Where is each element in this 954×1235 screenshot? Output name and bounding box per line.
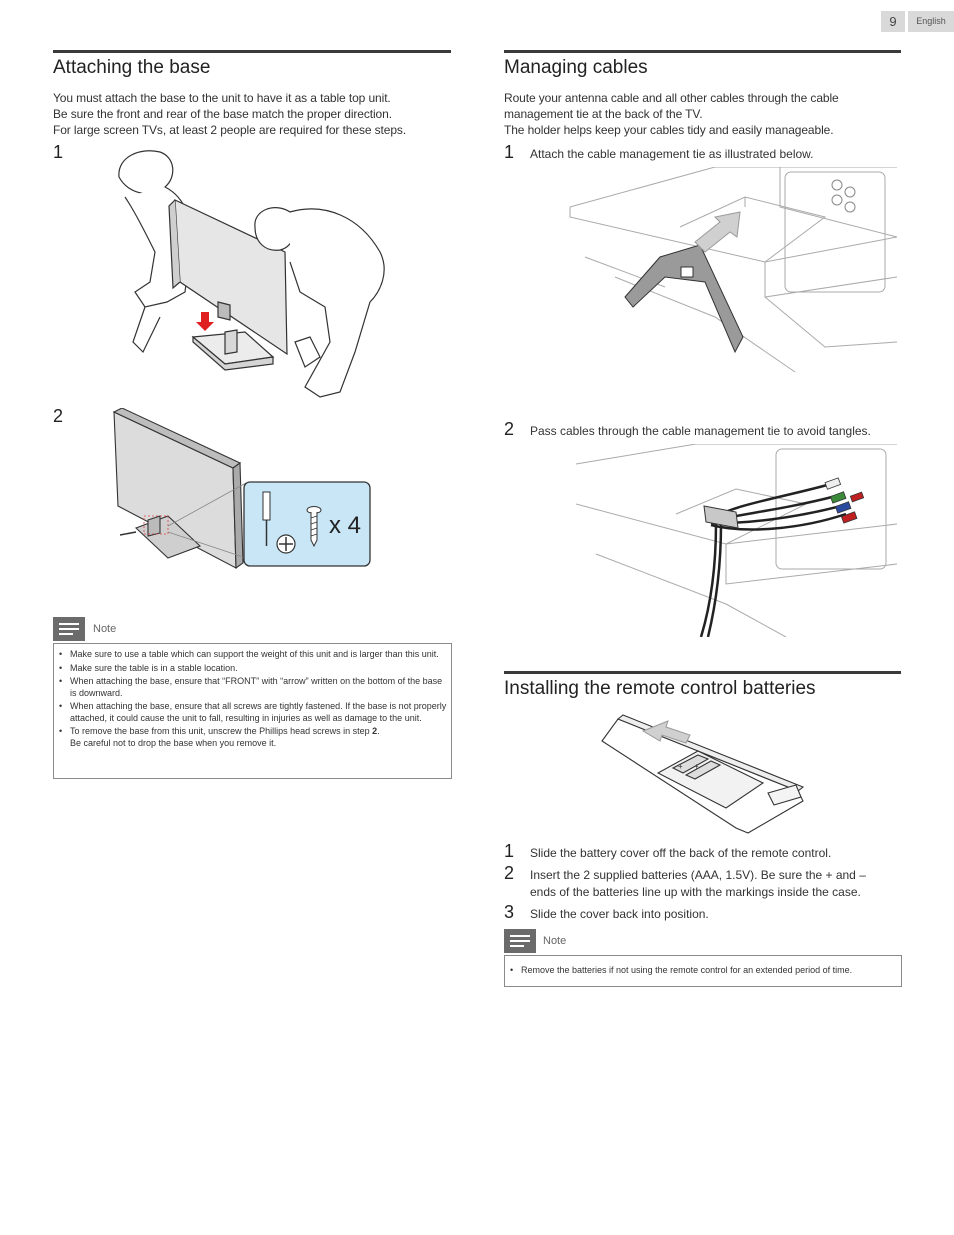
intro-line: Route your antenna cable and all other c… [504,91,839,105]
attaching-intro: You must attach the base to the unit to … [53,90,453,138]
note-icon [504,929,536,953]
step-number: 3 [504,902,515,922]
intro-line: For large screen TVs, at least 2 people … [53,123,407,137]
section-rule [504,671,901,674]
note-item: When attaching the base, ensure that “FR… [54,676,447,699]
intro-line: You must attach the base to the unit to … [53,91,391,105]
remote-illustration: + + [601,714,805,834]
note-item: Make sure the table is in a stable locat… [54,663,447,675]
note-text: Be careful not to drop the base when you… [70,737,277,748]
note-label: Note [543,935,567,947]
attach-tie-illustration [569,167,897,373]
cables-intro: Route your antenna cable and all other c… [504,90,904,138]
screw-count: x 4 [329,512,362,539]
step-text: Insert the 2 supplied batteries (AAA, 1.… [530,868,866,882]
step-text: Slide the cover back into position. [530,907,709,921]
cables-title: Managing cables [504,57,648,78]
cables-through-tie-illustration [576,444,897,637]
intro-line: Be sure the front and rear of the base m… [53,107,392,121]
note-icon [53,617,85,641]
step-number: 2 [504,419,515,439]
step-number: 2 [53,406,64,426]
svg-text:+: + [678,762,683,771]
step-text: ends of the batteries line up with the m… [530,885,861,899]
note-text: . [377,726,380,736]
note-item: Make sure to use a table which can suppo… [54,649,447,661]
lifting-tv-illustration [118,150,385,398]
step-number: 2 [504,863,515,883]
step-text: Attach the cable management tie as illus… [530,147,814,161]
intro-line: management tie at the back of the TV. [504,107,703,121]
step-text: Pass cables through the cable management… [530,424,871,438]
step-number: 1 [504,841,515,861]
svg-text:+: + [694,762,699,771]
step-text: Slide the battery cover off the back of … [530,846,832,860]
section-rule [504,50,901,53]
attaching-title: Attaching the base [53,57,211,78]
section-rule [53,50,451,53]
note-item: To remove the base from this unit, unscr… [54,726,447,749]
note-item: Remove the batteries if not using the re… [505,965,897,977]
note-text: To remove the base from this unit, unscr… [70,726,373,736]
note-label: Note [93,623,117,635]
page-number: 9 [881,11,905,32]
batteries-title: Installing the remote control batteries [504,678,816,699]
note-box: Make sure to use a table which can suppo… [53,643,452,779]
step-number: 1 [504,142,515,162]
step-number: 1 [53,142,64,162]
intro-line: The holder helps keep your cables tidy a… [504,123,834,137]
note-box: Remove the batteries if not using the re… [504,955,902,987]
language-label: English [908,11,954,32]
note-bold: 2 [372,726,378,736]
screw-base-illustration [112,408,371,570]
note-item: When attaching the base, ensure that all… [54,701,447,724]
